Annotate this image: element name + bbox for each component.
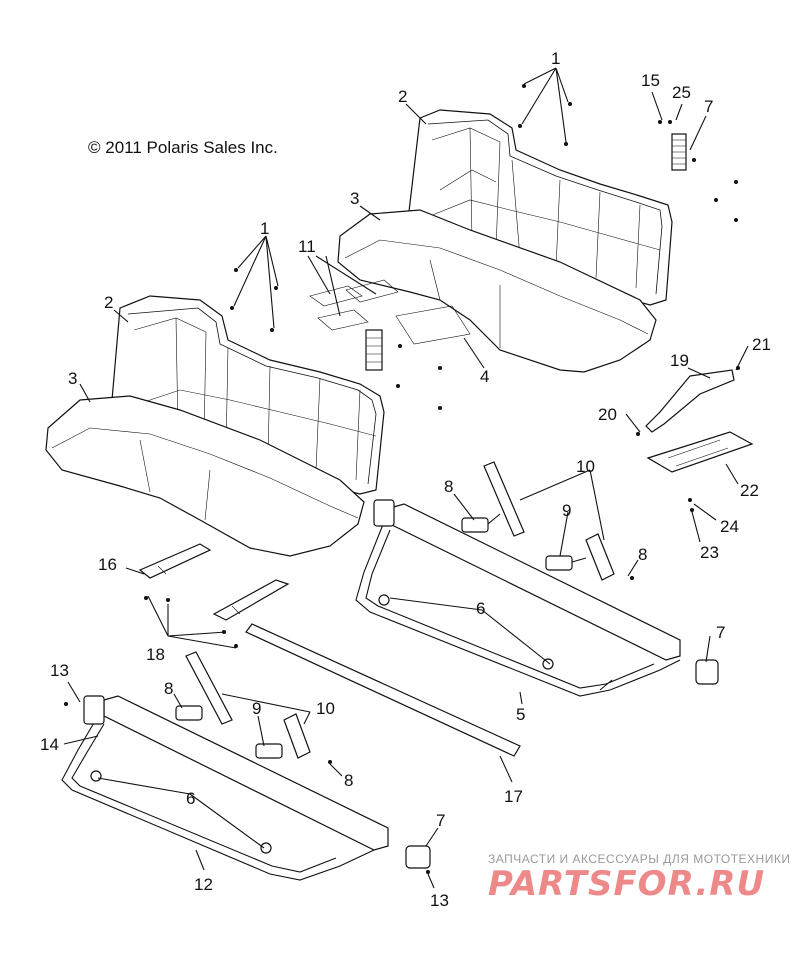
bracket-part-19 xyxy=(645,369,735,433)
callout-6-lower: 6 xyxy=(186,789,195,808)
copyright-notice: © 2011 Polaris Sales Inc. xyxy=(88,138,278,157)
callout-2-lower: 2 xyxy=(104,293,113,312)
callout-22: 22 xyxy=(740,481,759,500)
callout-8-lower-b: 8 xyxy=(344,771,353,790)
callout-9-lower: 9 xyxy=(252,699,261,718)
callout-20: 20 xyxy=(598,405,617,424)
callout-10-lower: 10 xyxy=(316,699,335,718)
watermark-tagline: ЗАПЧАСТИ И АКСЕССУАРЫ ДЛЯ МОТОТЕХНИКИ xyxy=(488,852,791,866)
callout-17: 17 xyxy=(504,787,523,806)
callout-13-bottom: 13 xyxy=(430,891,449,910)
seatbelt-upper xyxy=(461,461,615,581)
callout-11: 11 xyxy=(298,237,316,256)
callout-24: 24 xyxy=(720,517,739,536)
callout-8-upper-a: 8 xyxy=(444,477,453,496)
callout-23: 23 xyxy=(700,543,719,562)
callout-6-upper: 6 xyxy=(476,599,485,618)
seatbelt-lower xyxy=(175,651,311,759)
hinge-plates xyxy=(138,543,290,621)
callout-1-upper: 1 xyxy=(551,49,560,68)
callout-2-upper: 2 xyxy=(398,87,407,106)
callout-4: 4 xyxy=(480,367,489,386)
pads-part-11 xyxy=(309,279,471,345)
callout-5: 5 xyxy=(516,705,525,724)
callout-19: 19 xyxy=(670,351,689,370)
callout-25: 25 xyxy=(672,83,691,102)
callout-7-middle: 7 xyxy=(716,623,725,642)
watermark-logo: PARTSFOR.RU xyxy=(488,864,766,904)
leader-lines xyxy=(63,67,749,889)
callout-12: 12 xyxy=(194,875,213,894)
callout-10-upper: 10 xyxy=(576,457,595,476)
seat-frame-upper xyxy=(355,499,719,697)
callout-16: 16 xyxy=(98,555,117,574)
latch-spring-middle xyxy=(365,329,383,371)
latch-spring-upper xyxy=(671,133,687,171)
fasteners xyxy=(64,84,740,874)
callout-8-upper-b: 8 xyxy=(638,545,647,564)
seat-bottom-upper xyxy=(337,209,657,373)
seat-bottom-lower xyxy=(45,395,365,557)
seat-frame-lower xyxy=(61,695,431,881)
callout-3-lower: 3 xyxy=(68,369,77,388)
callout-7-upper: 7 xyxy=(704,97,713,116)
callout-7-lower: 7 xyxy=(436,811,445,830)
callout-labels: 1 15 25 7 2 3 1 11 2 4 3 19 21 20 10 22 … xyxy=(40,49,771,910)
callout-8-lower-a: 8 xyxy=(164,679,173,698)
callout-18: 18 xyxy=(146,645,165,664)
callout-21: 21 xyxy=(752,335,771,354)
callout-13-left: 13 xyxy=(50,661,69,680)
callout-15: 15 xyxy=(641,71,660,90)
rod-part-17 xyxy=(245,623,521,757)
callout-1-lower: 1 xyxy=(260,219,269,238)
callout-9-upper: 9 xyxy=(562,501,571,520)
callout-14: 14 xyxy=(40,735,59,754)
plate-part-22 xyxy=(646,431,754,473)
callout-3-upper: 3 xyxy=(350,189,359,208)
